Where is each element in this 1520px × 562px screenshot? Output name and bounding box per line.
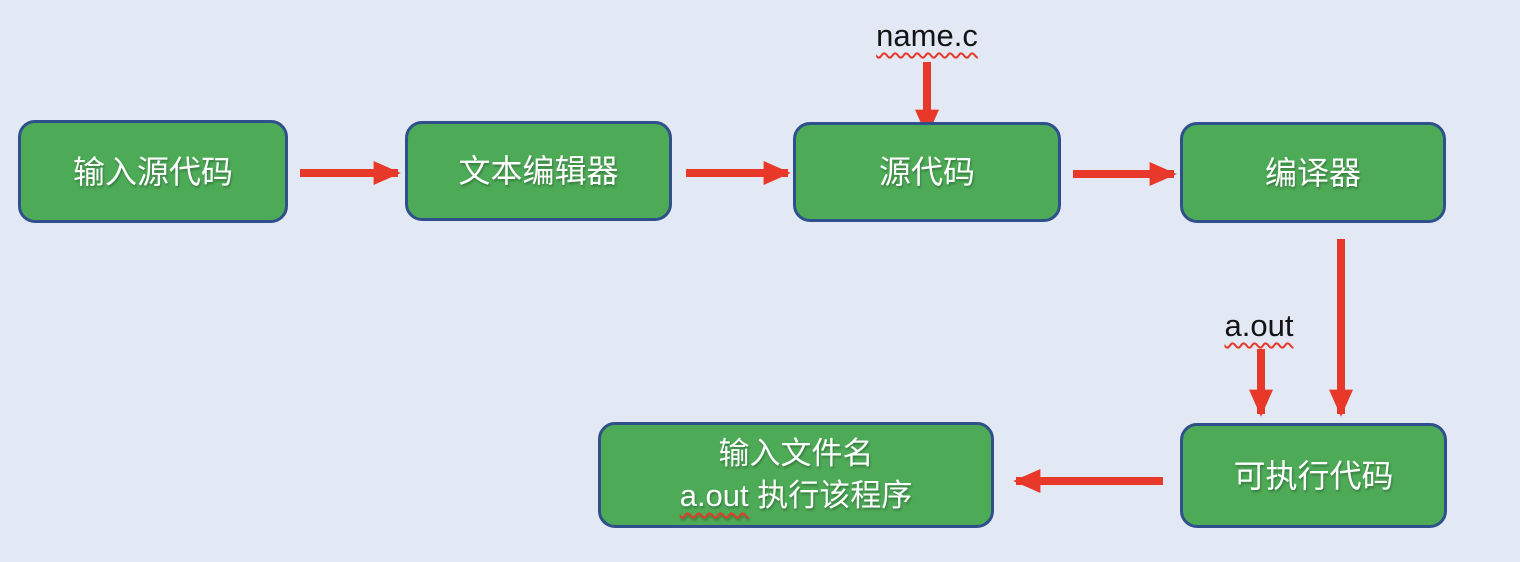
label-name-c-text: name.c <box>876 18 978 53</box>
node-text-editor: 文本编辑器 <box>405 121 672 221</box>
node-input-source-code: 输入源代码 <box>18 120 288 223</box>
node-label: 文本编辑器 <box>458 153 619 189</box>
label-a-out: a.out <box>1189 308 1329 344</box>
node-label: 可执行代码 <box>1233 457 1394 494</box>
node-label-line1: 输入文件名 <box>718 436 874 471</box>
node-label: 输入源代码 <box>72 153 233 190</box>
node-label-aout-code: a.out <box>679 478 749 513</box>
node-label: 源代码 <box>878 154 975 190</box>
node-label-line2-rest: 执行该程序 <box>748 478 913 513</box>
label-name-c: name.c <box>852 18 1002 54</box>
node-run-program: 输入文件名 a.out 执行该程序 <box>598 422 994 528</box>
label-a-out-text: a.out <box>1224 308 1294 343</box>
node-executable-code: 可执行代码 <box>1180 423 1447 528</box>
node-source-code: 源代码 <box>793 122 1061 222</box>
node-compiler: 编译器 <box>1180 122 1446 223</box>
node-label: 编译器 <box>1264 154 1361 191</box>
